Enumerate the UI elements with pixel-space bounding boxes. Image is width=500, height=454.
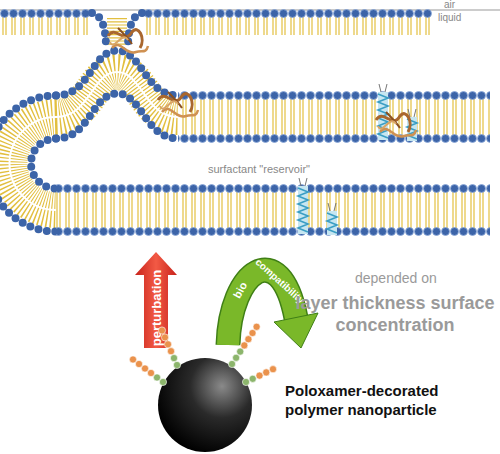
arrow-head: [274, 313, 318, 348]
middle-bilayer: [178, 91, 490, 143]
phase-label: air: [444, 0, 455, 10]
region-label: surfactant "reservoir": [208, 163, 310, 175]
lower-bilayer: [56, 184, 490, 236]
poloxamer-bead: [253, 323, 260, 330]
poloxamer-bead: [237, 348, 244, 355]
peptides: [298, 84, 417, 235]
poloxamer-bead: [147, 369, 154, 376]
poloxamer-bead: [135, 360, 142, 367]
poloxamer-bead: [228, 360, 235, 367]
poloxamer-bead: [159, 378, 166, 385]
bilayer-hump: [56, 51, 178, 139]
top-monolayer: [0, 9, 432, 35]
poloxamer-bead: [153, 374, 160, 381]
poloxamer-bead: [242, 378, 249, 385]
nanoparticle: Poloxamer-decorated polymer nanoparticle: [150, 345, 460, 454]
poloxamer-bead: [249, 329, 256, 336]
poloxamer-bead: [158, 327, 165, 334]
proteins: [108, 28, 416, 137]
poloxamer-bead: [164, 341, 171, 348]
note-text: depended on: [355, 270, 437, 286]
poloxamer-bead: [233, 354, 240, 361]
polymer-sphere: [158, 358, 252, 452]
poloxamer-bead: [129, 356, 136, 363]
poloxamer-bead: [141, 365, 148, 372]
poloxamer-bead: [173, 361, 180, 368]
arrow-shape: [135, 252, 177, 348]
note-heading: layer thickness surface concentration: [293, 292, 497, 336]
poloxamer-bead: [170, 355, 177, 362]
nanoparticle-sphere: [150, 345, 460, 454]
poloxamer-bead: [241, 342, 248, 349]
poloxamer-bead: [263, 369, 270, 376]
poloxamer-bead: [249, 375, 256, 382]
poloxamer-bead: [269, 366, 276, 373]
poloxamer-bead: [256, 372, 263, 379]
phase-label: liquid: [438, 12, 461, 23]
node-label: Poloxamer-decorated polymer nanoparticle: [285, 381, 463, 419]
poloxamer-bead: [161, 334, 168, 341]
poloxamer-bead: [167, 348, 174, 355]
arrow-text: perturbation: [149, 270, 164, 347]
poloxamer-bead: [245, 336, 252, 343]
perturbation-arrow: perturbation: [133, 250, 179, 348]
bilayer-fold: [0, 96, 56, 232]
